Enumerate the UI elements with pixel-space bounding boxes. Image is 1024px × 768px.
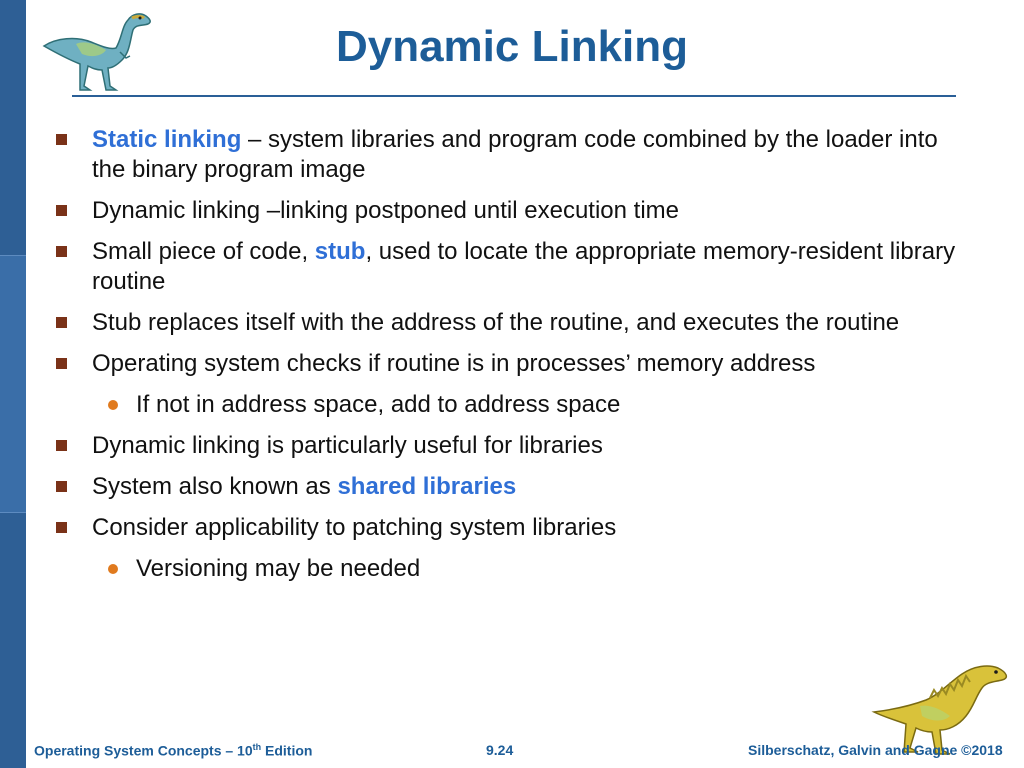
sub-bullet-item: If not in address space, add to address … bbox=[52, 390, 972, 420]
footer-copyright: Silberschatz, Galvin and Gagne ©2018 bbox=[748, 742, 1003, 758]
dinosaur-icon bbox=[871, 665, 1008, 755]
bullet-item: Small piece of code, stub, used to locat… bbox=[52, 237, 972, 297]
bullet-text: Versioning may be needed bbox=[136, 555, 421, 582]
bullet-item: Operating system checks if routine is in… bbox=[52, 349, 972, 379]
bullet-text: , used to locate the appropriate memory-… bbox=[92, 238, 956, 295]
bullet-item: Consider applicability to patching syste… bbox=[52, 513, 972, 543]
footer-book-title: Operating System Concepts – 10th Edition bbox=[34, 742, 313, 759]
highlighted-term: shared libraries bbox=[337, 473, 517, 500]
band-divider bbox=[0, 255, 26, 256]
sub-bullet-item: Versioning may be needed bbox=[52, 554, 972, 584]
dinosaur-icon bbox=[42, 13, 151, 91]
square-bullet-icon bbox=[56, 481, 67, 492]
bullet-text: Dynamic linking –linking postponed until… bbox=[92, 197, 679, 224]
bullet-text: If not in address space, add to address … bbox=[136, 391, 621, 418]
square-bullet-icon bbox=[56, 522, 67, 533]
left-decorative-band bbox=[0, 0, 26, 768]
footer-page-number: 9.24 bbox=[486, 742, 514, 758]
square-bullet-icon bbox=[56, 358, 67, 369]
bullet-item: Stub replaces itself with the address of… bbox=[52, 308, 972, 338]
round-bullet-icon bbox=[108, 400, 118, 410]
square-bullet-icon bbox=[56, 205, 67, 216]
square-bullet-icon bbox=[56, 317, 67, 328]
bullet-text: – system libraries and program code comb… bbox=[92, 126, 938, 183]
bullet-list: Static linking – system libraries and pr… bbox=[52, 125, 972, 595]
bullet-item: Dynamic linking is particularly useful f… bbox=[52, 431, 972, 461]
square-bullet-icon bbox=[56, 246, 67, 257]
slide-title: Dynamic Linking bbox=[335, 22, 689, 71]
square-bullet-icon bbox=[56, 440, 67, 451]
square-bullet-icon bbox=[56, 134, 67, 145]
bullet-text: Dynamic linking is particularly useful f… bbox=[92, 432, 603, 459]
bullet-text: System also known as bbox=[92, 473, 338, 500]
bullet-text: Consider applicability to patching syste… bbox=[92, 514, 617, 541]
title-underline bbox=[72, 95, 956, 97]
bullet-text: Stub replaces itself with the address of… bbox=[92, 309, 900, 336]
band-divider bbox=[0, 512, 26, 513]
highlighted-term: Static linking bbox=[92, 126, 242, 153]
highlighted-term: stub bbox=[314, 238, 366, 265]
bullet-item: System also known as shared libraries bbox=[52, 472, 972, 502]
bullet-item: Dynamic linking –linking postponed until… bbox=[52, 196, 972, 226]
bullet-text: Small piece of code, bbox=[92, 238, 315, 265]
bullet-item: Static linking – system libraries and pr… bbox=[52, 125, 972, 185]
round-bullet-icon bbox=[108, 564, 118, 574]
bullet-text: Operating system checks if routine is in… bbox=[92, 350, 816, 377]
